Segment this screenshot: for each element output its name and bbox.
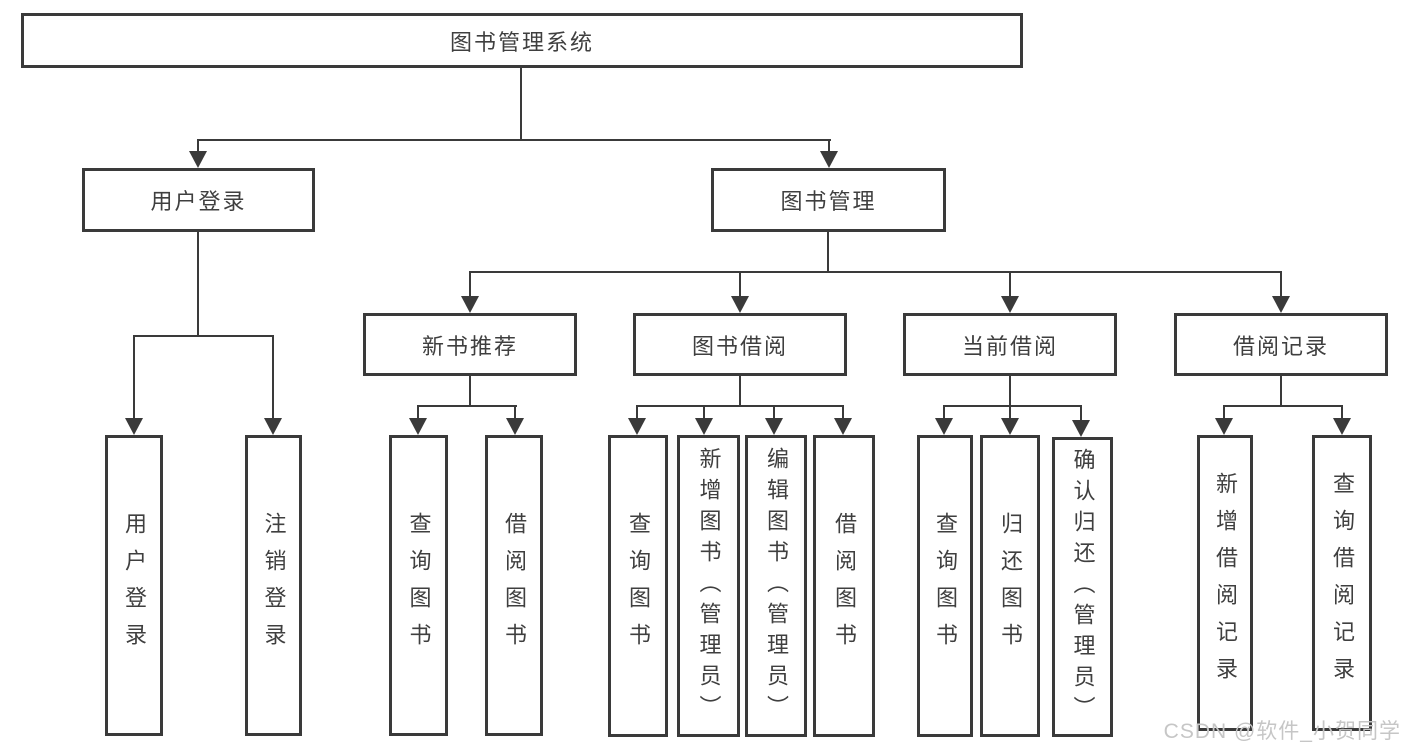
arrow-down-icon <box>1215 418 1233 435</box>
leaf-query-borrow-record-label: 查询借阅记录 <box>1330 472 1355 694</box>
connector-line <box>514 405 516 421</box>
leaf-return-books: 归还图书 <box>980 435 1040 737</box>
connector-line <box>828 139 830 153</box>
arrow-down-icon <box>125 418 143 435</box>
connector-line <box>133 335 135 421</box>
node-user-login: 用户登录 <box>82 168 315 232</box>
connector-line <box>1009 376 1011 407</box>
connector-line <box>197 232 199 337</box>
arrow-down-icon <box>820 151 838 168</box>
leaf-add-borrow-record: 新增借阅记录 <box>1197 435 1253 731</box>
connector-line <box>1223 405 1343 407</box>
arrow-down-icon <box>1072 420 1090 437</box>
leaf-query-books-borrowing-label: 查询图书 <box>626 512 651 660</box>
connector-line <box>842 405 844 421</box>
leaf-edit-book-admin: 编辑图书（管理员） <box>745 435 807 737</box>
connector-line <box>636 405 638 421</box>
leaf-logout-login: 注销登录 <box>245 435 302 736</box>
node-book-borrowing: 图书借阅 <box>633 313 847 376</box>
leaf-add-book-admin-label: 新增图书（管理员） <box>696 446 722 726</box>
node-current-borrowing: 当前借阅 <box>903 313 1117 376</box>
leaf-borrow-books-label: 借阅图书 <box>832 512 857 660</box>
leaf-logout-login-label: 注销登录 <box>261 511 287 660</box>
leaf-borrow-books: 借阅图书 <box>813 435 875 737</box>
connector-line <box>1009 405 1011 421</box>
connector-line <box>943 405 1082 407</box>
leaf-borrow-books-recommend: 借阅图书 <box>485 435 543 736</box>
connector-line <box>469 271 1282 273</box>
arrow-down-icon <box>935 418 953 435</box>
arrow-down-icon <box>1333 418 1351 435</box>
connector-line <box>739 271 741 298</box>
connector-line <box>703 405 705 421</box>
leaf-add-book-admin: 新增图书（管理员） <box>677 435 740 737</box>
leaf-confirm-return-admin: 确认归还（管理员） <box>1052 437 1113 737</box>
leaf-borrow-books-recommend-label: 借阅图书 <box>502 511 527 660</box>
connector-line <box>197 139 831 141</box>
connector-line <box>133 335 274 337</box>
csdn-watermark: CSDN @软件_小贺同学 <box>1163 720 1401 743</box>
arrow-down-icon <box>506 418 524 435</box>
node-current-borrowing-label: 当前借阅 <box>961 333 1058 359</box>
arrow-down-icon <box>1272 296 1290 313</box>
node-root-label: 图书管理系统 <box>449 29 594 55</box>
arrow-down-icon <box>409 418 427 435</box>
connector-line <box>1280 271 1282 298</box>
connector-line <box>1223 405 1225 421</box>
connector-line <box>197 139 199 153</box>
connector-line <box>1009 271 1011 298</box>
leaf-query-books-current-label: 查询图书 <box>933 512 958 660</box>
arrow-down-icon <box>1001 296 1019 313</box>
connector-line <box>636 405 844 407</box>
arrow-down-icon <box>695 418 713 435</box>
arrow-down-icon <box>834 418 852 435</box>
arrow-down-icon <box>1001 418 1019 435</box>
leaf-query-books-recommend-label: 查询图书 <box>406 511 432 660</box>
node-borrow-records: 借阅记录 <box>1174 313 1388 376</box>
arrow-down-icon <box>628 418 646 435</box>
connector-line <box>739 376 741 407</box>
leaf-edit-book-admin-label: 编辑图书（管理员） <box>764 446 789 726</box>
leaf-return-books-label: 归还图书 <box>998 512 1023 660</box>
leaf-query-books-current: 查询图书 <box>917 435 973 737</box>
node-new-book-recommend-label: 新书推荐 <box>421 333 518 359</box>
node-root-library-system: 图书管理系统 <box>21 13 1023 68</box>
leaf-confirm-return-admin-label: 确认归还（管理员） <box>1070 447 1096 727</box>
leaf-query-borrow-record: 查询借阅记录 <box>1312 435 1372 731</box>
connector-line <box>417 405 517 407</box>
connector-line <box>773 405 775 421</box>
leaf-add-borrow-record-label: 新增借阅记录 <box>1213 472 1238 694</box>
leaf-user-login-label: 用户登录 <box>122 511 147 660</box>
connector-line <box>1280 376 1282 407</box>
connector-line <box>943 405 945 421</box>
connector-line <box>417 405 419 421</box>
node-book-management-label: 图书管理 <box>780 189 877 214</box>
connector-line <box>272 335 274 421</box>
arrow-down-icon <box>264 418 282 435</box>
node-new-book-recommend: 新书推荐 <box>363 313 577 376</box>
arrow-down-icon <box>731 296 749 313</box>
arrow-down-icon <box>765 418 783 435</box>
node-book-borrowing-label: 图书借阅 <box>691 333 788 359</box>
arrow-down-icon <box>461 296 479 313</box>
leaf-user-login: 用户登录 <box>105 435 163 736</box>
arrow-down-icon <box>189 151 207 168</box>
connector-line <box>469 376 471 407</box>
connector-line <box>469 271 471 298</box>
connector-line <box>1341 405 1343 421</box>
node-book-management: 图书管理 <box>711 168 946 232</box>
connector-line <box>827 232 829 273</box>
connector-line <box>520 68 522 140</box>
leaf-query-books-recommend: 查询图书 <box>389 435 448 736</box>
connector-line <box>1080 405 1082 421</box>
leaf-query-books-borrowing: 查询图书 <box>608 435 668 737</box>
node-user-login-label: 用户登录 <box>150 189 247 214</box>
node-borrow-records-label: 借阅记录 <box>1232 333 1329 359</box>
